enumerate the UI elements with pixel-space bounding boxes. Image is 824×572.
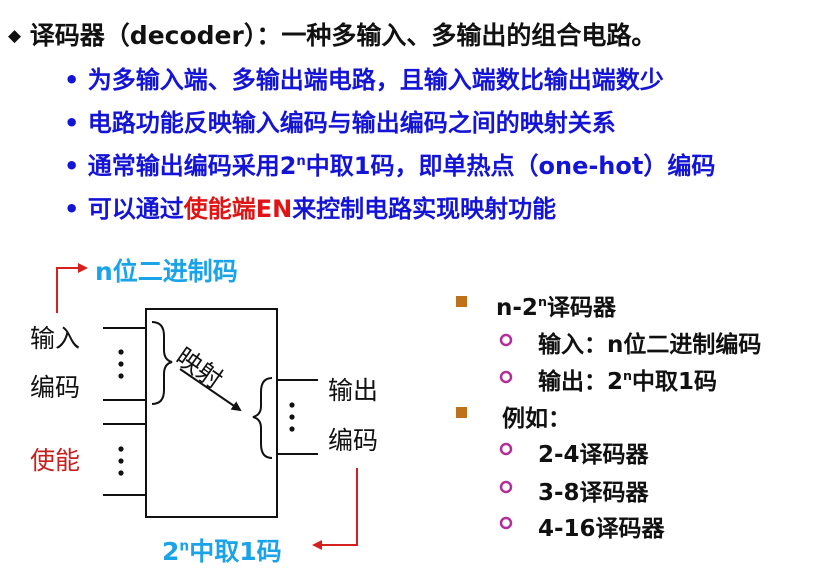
right-item-1-sup: n xyxy=(537,294,547,310)
input-red-arrow-icon xyxy=(56,263,88,313)
bullet-3-pre: • 通常输出编码采用2 xyxy=(64,152,297,180)
output-dots-icon xyxy=(289,402,295,432)
circle-bullet-icons xyxy=(499,333,513,530)
bullet-1: • 为多输入端、多输出端电路，且输入端数比输出端数少 xyxy=(64,66,664,94)
input-label-2: 编码 xyxy=(30,373,81,402)
one-hot-post: 中取1码 xyxy=(189,537,282,566)
right-item-2: 例如： xyxy=(502,406,571,432)
header-title-line: ◆ 译码器（decoder）：一种多输入、多输出的组合电路。 xyxy=(8,16,656,52)
bullet-4-pre: • 可以通过 xyxy=(64,195,184,223)
right-example-1: 2-4译码器 xyxy=(538,442,649,468)
output-lines xyxy=(277,379,318,455)
right-sub-output-sup: n xyxy=(623,368,633,384)
right-example-2: 3-8译码器 xyxy=(538,480,649,506)
square-bullet-icon xyxy=(456,296,467,307)
input-dots-icon xyxy=(118,349,124,476)
page-title: 译码器（decoder）：一种多输入、多输出的组合电路。 xyxy=(29,21,657,50)
enable-highlight: 使能端EN xyxy=(183,195,293,223)
square-bullet-icon xyxy=(456,407,467,418)
one-hot-output-label: 2n中取1码 xyxy=(162,532,282,568)
output-label-2: 编码 xyxy=(328,426,379,455)
input-label-1: 输入 xyxy=(30,324,81,353)
right-item-1: n-2n译码器 xyxy=(496,288,616,322)
input-lines xyxy=(103,327,146,496)
binary-input-label: n位二进制码 xyxy=(95,257,238,286)
bullet-4: • 可以通过使能端EN来控制电路实现映射功能 xyxy=(64,189,556,224)
one-hot-pre: 2 xyxy=(162,537,180,566)
enable-label: 使能 xyxy=(30,446,81,475)
right-sub-output-pre: 输出：2 xyxy=(538,369,624,395)
one-hot-sup: n xyxy=(179,538,190,555)
right-sub-input: 输入：n位二进制编码 xyxy=(538,332,762,358)
mapping-arrow-icon xyxy=(179,368,242,412)
input-brace-icon xyxy=(151,321,173,405)
bullet-3-post: 中取1码，即单热点（one-hot）编码 xyxy=(305,152,716,180)
bullet-4-post: 来控制电路实现映射功能 xyxy=(292,195,557,223)
decoder-box xyxy=(145,308,278,518)
right-sub-output: 输出：2n中取1码 xyxy=(538,362,717,396)
right-item-1-post: 译码器 xyxy=(546,295,616,321)
bullet-3-sup: n xyxy=(296,153,306,169)
bullet-3: • 通常输出编码采用2n中取1码，即单热点（one-hot）编码 xyxy=(64,146,715,181)
output-brace-icon xyxy=(252,377,273,459)
output-red-arrow-icon xyxy=(312,468,358,550)
right-item-1-pre: n-2 xyxy=(496,295,538,321)
right-example-3: 4-16译码器 xyxy=(538,516,665,542)
right-sub-output-post: 中取1码 xyxy=(632,369,718,395)
diamond-bullet-icon: ◆ xyxy=(8,26,22,46)
bullet-2: • 电路功能反映输入编码与输出编码之间的映射关系 xyxy=(64,109,616,137)
output-label-1: 输出 xyxy=(328,376,379,405)
